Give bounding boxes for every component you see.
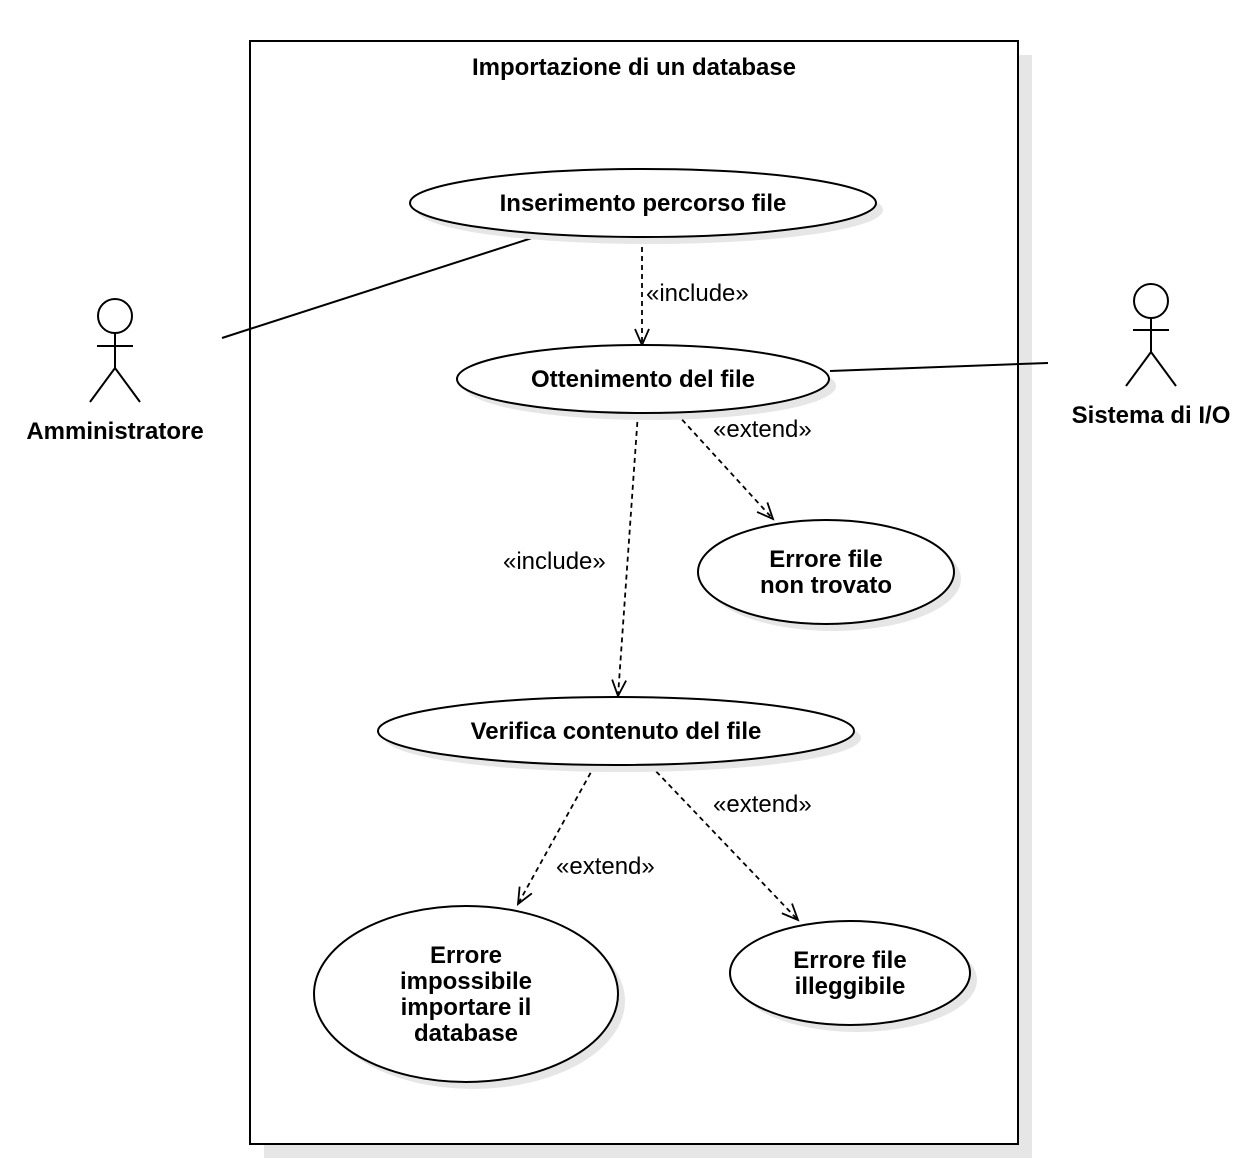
use-case-label-line: database [414,1020,518,1047]
include-label-1: «include» [646,280,749,307]
extend-label-2: «extend» [713,791,812,818]
actor-amministratore[interactable]: Amministratore [26,298,204,445]
use-case-label-line: illeggibile [795,973,906,1000]
svg-text:Verifica contenuto del file: Verifica contenuto del file [471,718,762,745]
actor-sistema-io[interactable]: Sistema di I/O [1072,283,1231,429]
use-case-inserimento-percorso-file[interactable]: Inserimento percorso file [409,168,883,244]
stick-figure-icon [89,298,141,403]
extend-ottenimento-nontrovato [675,412,773,519]
actor-label-sistema-io: Sistema di I/O [1072,402,1231,429]
use-case-label-line: importare il [401,994,532,1021]
association-io-ottenimento [829,362,1049,372]
use-case-label-line: non trovato [760,572,892,599]
use-case-label-line: impossibile [400,968,532,995]
use-case-label-line: Verifica contenuto del file [471,718,762,745]
svg-text:Ottenimento del file: Ottenimento del file [531,366,755,393]
association-admin-inserimento [221,237,533,339]
use-case-label-line: Inserimento percorso file [500,190,787,217]
system-title: Importazione di un database [472,54,796,81]
use-case-label-line: Errore file [793,947,906,974]
include-label-2: «include» [503,548,606,575]
use-case-ottenimento-del-file[interactable]: Ottenimento del file [456,344,836,420]
include-ottenimento-verifica [618,412,639,696]
use-case-label-line: Errore file [769,546,882,573]
use-case-label-line: Ottenimento del file [531,366,755,393]
use-case-verifica-contenuto-del-file[interactable]: Verifica contenuto del file [377,696,861,772]
extend-label-3: «extend» [556,853,655,880]
svg-text:Inserimento percorso file: Inserimento percorso file [500,190,787,217]
extend-label-1: «extend» [713,416,812,443]
use-case-label-line: Errore [430,942,502,969]
stick-figure-icon [1125,283,1177,387]
actor-label-amministratore: Amministratore [26,418,203,445]
